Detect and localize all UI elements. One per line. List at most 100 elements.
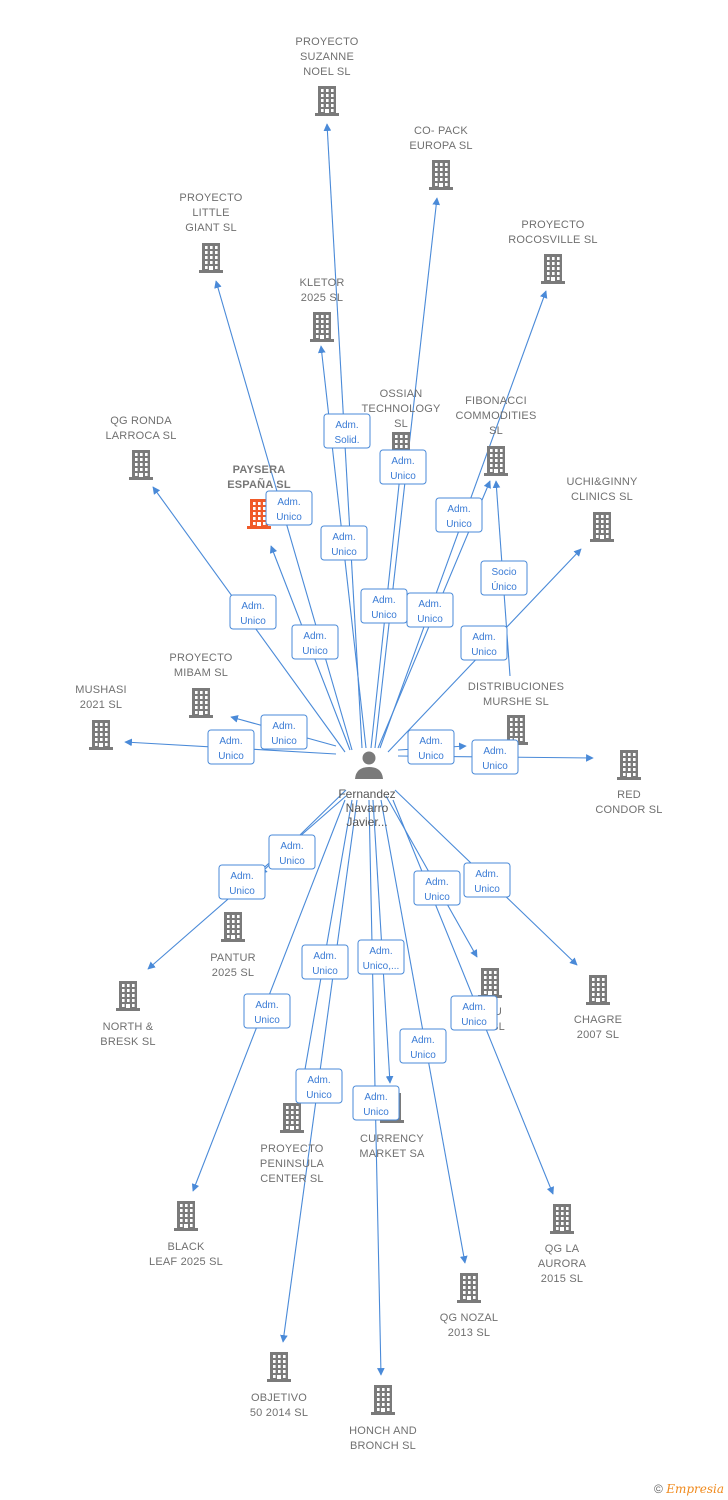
copyright-symbol: © (654, 1482, 663, 1496)
relation-label-paysera[interactable]: Adm.Unico (291, 624, 339, 660)
relation-label-copack[interactable]: Adm.Unico (379, 449, 427, 485)
relation-label-peninsula[interactable]: Adm.Unico (301, 944, 349, 980)
relation-label-chagre[interactable]: Adm.Unico (463, 862, 511, 898)
relation-label-qg-ronda[interactable]: Adm. Unico (229, 594, 277, 630)
relation-label-text: Unico (276, 512, 302, 523)
relation-label-box (379, 449, 427, 485)
relation-label-text: Adm. (219, 736, 242, 747)
person-icon (355, 751, 383, 779)
relation-label-mibam[interactable]: Adm.Unico (260, 714, 308, 750)
company-name-line: RED (617, 789, 641, 801)
company-name-line: MURSHE SL (483, 696, 549, 708)
relation-label-text: Adm. (418, 599, 441, 610)
relation-label-black-leaf[interactable]: Adm.Unico (243, 993, 291, 1029)
relation-label-mushasi[interactable]: Adm.Unico (207, 729, 255, 765)
relation-label-text: Unico (424, 892, 450, 903)
building-icon (129, 450, 153, 480)
relation-label-text: Adm. (332, 532, 355, 543)
company-node-mushasi[interactable]: MUSHASI 2021 SL (75, 684, 127, 750)
relation-label-suzanne[interactable]: Adm.Solid. (323, 413, 371, 449)
company-name-line: 2021 SL (80, 699, 122, 711)
building-icon (478, 968, 502, 998)
relation-label-little-giant[interactable]: Adm.Unico (265, 490, 313, 526)
company-name-line: PROYECTO (295, 36, 358, 48)
company-name-line: BRESK SL (100, 1036, 155, 1048)
relation-label-honch[interactable]: Adm.Unico (352, 1085, 400, 1121)
relation-label-box (218, 864, 266, 900)
relation-label-text: Unico,... (363, 961, 400, 972)
relation-label-text: Unico (312, 966, 338, 977)
company-name-line: PROYECTO (521, 219, 584, 231)
company-name-line: 2013 SL (448, 1327, 490, 1339)
relation-label-text: Unico (240, 616, 266, 627)
relation-label-text: Unico (229, 886, 255, 897)
company-name-line: MUSHASI (75, 684, 127, 696)
relation-label-ossian[interactable]: Adm.Unico (360, 588, 408, 624)
relation-label-box (291, 624, 339, 660)
relation-label-fibonacci[interactable]: Adm.Unico (435, 497, 483, 533)
relation-label-text: Unico (331, 547, 357, 558)
relation-label-text: Unico (271, 736, 297, 747)
company-name-line: CENTER SL (260, 1173, 324, 1185)
relation-label-box (207, 729, 255, 765)
company-node-chagre[interactable]: CHAGRE 2007 SL (574, 975, 622, 1041)
relation-label-pantur[interactable]: Adm.Unico (268, 834, 316, 870)
company-name-line: 50 2014 SL (250, 1407, 308, 1419)
relation-label-qg-nozal[interactable]: Adm.Unico (399, 1028, 447, 1064)
building-icon (116, 981, 140, 1011)
company-name-line: 2007 SL (577, 1029, 619, 1041)
relation-label-text: Unico (390, 471, 416, 482)
relation-label-text: Unico (482, 761, 508, 772)
relation-label-rocosville[interactable]: Adm.Unico (406, 592, 454, 628)
relation-label-uchi[interactable]: Adm.Unico (460, 625, 508, 661)
relation-label-text: Unico (446, 519, 472, 530)
relation-label-qg-aurora[interactable]: Adm.Unico (450, 995, 498, 1031)
relation-label-red-condor[interactable]: Adm.Unico (471, 739, 519, 775)
relation-label-north-bresk[interactable]: Adm.Unico (218, 864, 266, 900)
relation-label-text: Adm. (303, 631, 326, 642)
relation-label-box (243, 993, 291, 1029)
person-node-center[interactable]: FernandezNavarroJavier... (338, 751, 396, 830)
relation-label-objetivo[interactable]: Adm.Unico (295, 1068, 343, 1104)
company-name-line: LARROCA SL (105, 430, 176, 442)
company-name-line: GIANT SL (185, 222, 237, 234)
company-name-line: MIBAM SL (174, 667, 228, 679)
company-name-line: FIBONACCI (465, 395, 527, 407)
company-name-line: HONCH AND (349, 1425, 417, 1437)
relation-label-text: Unico (279, 856, 305, 867)
building-icon (586, 975, 610, 1005)
footer-brand[interactable]: © Empresia (654, 1482, 724, 1496)
company-name-line: SL (489, 425, 503, 437)
relation-label-text: Solid. (334, 435, 359, 446)
relation-label-text: Adm. (425, 877, 448, 888)
company-name-line: CHAGRE (574, 1014, 622, 1026)
relation-label-text: Adm. (472, 632, 495, 643)
company-node-north-bresk[interactable]: NORTH &BRESK SL (100, 981, 156, 1048)
relation-label-kletor[interactable]: Adm. Unico (320, 525, 368, 561)
relation-label-u-sl[interactable]: Adm. Unico (413, 870, 461, 906)
relation-label-murshe[interactable]: Adm.Unico (407, 729, 455, 765)
relation-label-box (399, 1028, 447, 1064)
relation-label-currency[interactable]: Adm.Unico,... (357, 939, 405, 975)
relation-label-text: Adm. (241, 601, 264, 612)
